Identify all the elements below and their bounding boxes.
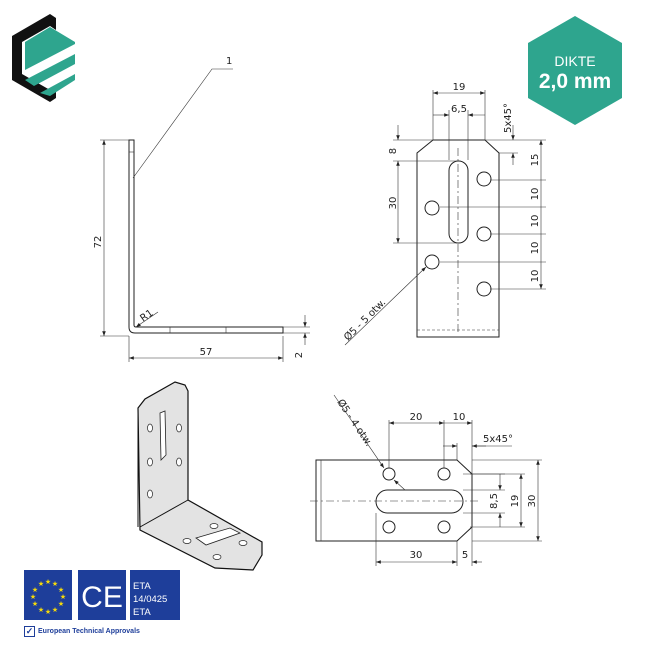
dim-slot-length-bottom: 30 [410, 550, 423, 561]
svg-text:★: ★ [45, 578, 51, 586]
bottom-view: 20 10 5x45° 8,5 19 30 30 5 Ø5 - 4 otw. [310, 394, 542, 566]
dim-height: 72 [93, 236, 104, 249]
dim-hole-spacing: 20 [410, 412, 423, 423]
dim-width-bottom: 30 [527, 495, 538, 508]
svg-text:★: ★ [30, 593, 36, 601]
svg-text:★: ★ [32, 600, 38, 608]
approvals-caption: ✓ European Technical Approvals [24, 626, 140, 637]
eu-flag-icon: ★★★★ ★★★★ ★★★★ [24, 570, 72, 620]
eta-number: ETA 14/0425 [133, 581, 168, 605]
dim-slot-width: 6,5 [451, 104, 467, 115]
eta-approvals: ETA 14/0425 ETA 22/0631 [130, 570, 180, 631]
side-view: 1 72 57 2 R1 [93, 56, 310, 362]
checkmark-icon: ✓ [24, 626, 35, 637]
badge-label: DIKTE [554, 53, 595, 69]
svg-text:★: ★ [45, 608, 51, 616]
dim-chamfer: 5x45° [503, 103, 514, 133]
dim-hole-rows: 19 [510, 495, 521, 508]
dim-edge-offset: 10 [453, 412, 466, 423]
dim-slot-width-bottom: 8,5 [489, 493, 500, 509]
holes-label-bottom: Ø5 - 4 otw. [335, 397, 375, 449]
leader-label: 1 [226, 56, 232, 67]
svg-text:★: ★ [58, 586, 64, 594]
svg-text:★: ★ [60, 593, 66, 601]
dim-top-offset: 8 [388, 148, 399, 154]
approvals-text: European Technical Approvals [38, 628, 140, 635]
dim-slot-length: 30 [388, 197, 399, 210]
dim-length: 57 [200, 347, 213, 358]
dim-radius: R1 [138, 308, 155, 325]
badge-value: 2,0 mm [539, 70, 611, 93]
ce-label: CE [81, 581, 123, 614]
svg-text:★: ★ [38, 580, 44, 588]
svg-text:★: ★ [52, 580, 58, 588]
top-view: 19 6,5 5x45° 15 10 10 10 10 8 30 Ø5 - 5 … [341, 82, 546, 346]
dim-thickness: 2 [294, 352, 305, 358]
eta-number: ETA 22/0631 [133, 607, 168, 631]
dim-chamfer-bottom: 5x45° [483, 434, 513, 445]
dim-right-0: 15 [530, 154, 541, 167]
dim-width: 19 [453, 82, 466, 93]
dim-right-3: 10 [530, 242, 541, 255]
dim-end-offset: 5 [462, 550, 468, 561]
dim-right-2: 10 [530, 215, 541, 228]
svg-text:★: ★ [52, 606, 58, 614]
svg-text:★: ★ [58, 600, 64, 608]
dim-right-1: 10 [530, 188, 541, 201]
svg-text:★: ★ [32, 586, 38, 594]
dim-right-4: 10 [530, 270, 541, 283]
isometric-view [137, 381, 263, 571]
ce-mark-icon: CE [78, 570, 126, 620]
thickness-badge: DIKTE 2,0 mm [528, 16, 622, 125]
holes-label: Ø5 - 5 otw. [341, 296, 388, 343]
svg-text:★: ★ [38, 606, 44, 614]
hexagon-logo-icon [12, 14, 75, 102]
